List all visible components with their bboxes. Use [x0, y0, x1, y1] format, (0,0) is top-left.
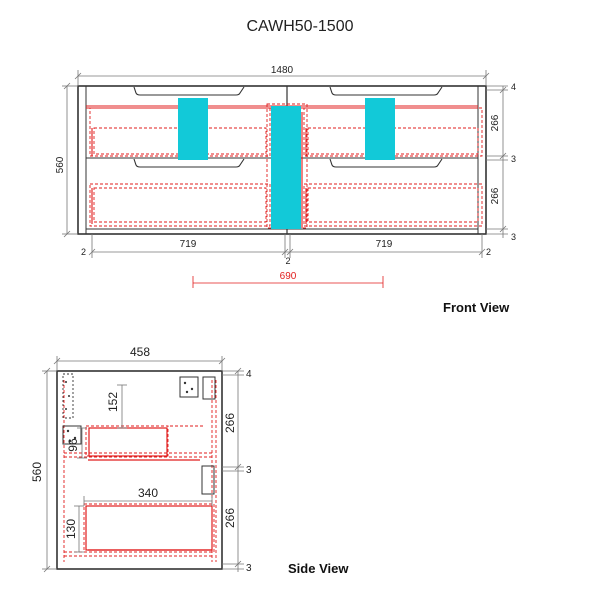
side-view: 458 560 152 96 340 — [30, 345, 252, 574]
side-plumbing-box-top — [179, 376, 199, 398]
side-upper-clearance-label: 152 — [106, 392, 120, 412]
front-drawer-upper-label: 266 — [490, 114, 501, 131]
front-width-dimension — [74, 70, 490, 86]
side-handle-lower — [201, 465, 215, 495]
side-view-label: Side View — [288, 561, 349, 576]
front-width-label: 1480 — [271, 65, 294, 76]
front-view-label: Front View — [443, 300, 510, 315]
cyan-cutout-right — [365, 98, 395, 160]
front-inner-span-label: 690 — [280, 271, 297, 282]
cyan-cutout-center — [271, 106, 301, 229]
side-plumbing-box-bottom — [62, 425, 82, 445]
front-mid-rail-label: 3 — [511, 154, 516, 164]
handle-top-right — [329, 86, 443, 96]
front-view: 1480 560 4 266 3 266 3 — [55, 65, 516, 288]
handle-top-left — [133, 86, 245, 96]
side-lower-height-label: 130 — [64, 519, 78, 539]
handle-bottom-left — [133, 158, 245, 168]
side-wall-panel — [62, 373, 74, 419]
handle-bottom-right — [329, 158, 443, 168]
side-drawer-lower-label: 266 — [223, 508, 237, 528]
front-right-gap-label: 2 — [486, 247, 491, 257]
side-lower-depth-label: 340 — [138, 486, 158, 500]
front-mid-gap-label: 2 — [285, 256, 290, 266]
side-mid-rail-label: 3 — [246, 465, 252, 476]
side-height-label: 560 — [30, 462, 44, 482]
side-bottom-gap-label: 3 — [246, 563, 252, 574]
side-cabinet-outline — [56, 370, 223, 570]
front-left-bay-label: 719 — [180, 239, 197, 250]
side-drain-slot — [202, 376, 216, 400]
front-right-bay-label: 719 — [376, 239, 393, 250]
front-drawer-lower-label: 266 — [490, 187, 501, 204]
drawing-title: CAWH50-1500 — [246, 18, 354, 35]
side-plumbing-height-label: 96 — [66, 438, 80, 452]
front-bottom-gap-label: 3 — [511, 232, 516, 242]
side-top-gap-label: 4 — [246, 369, 252, 380]
front-height-label: 560 — [55, 156, 66, 173]
side-drawer-upper-label: 266 — [223, 413, 237, 433]
cyan-cutout-left — [178, 98, 208, 160]
front-top-gap-label: 4 — [511, 82, 516, 92]
front-left-gap-label: 2 — [81, 247, 86, 257]
side-depth-label: 458 — [130, 345, 150, 359]
